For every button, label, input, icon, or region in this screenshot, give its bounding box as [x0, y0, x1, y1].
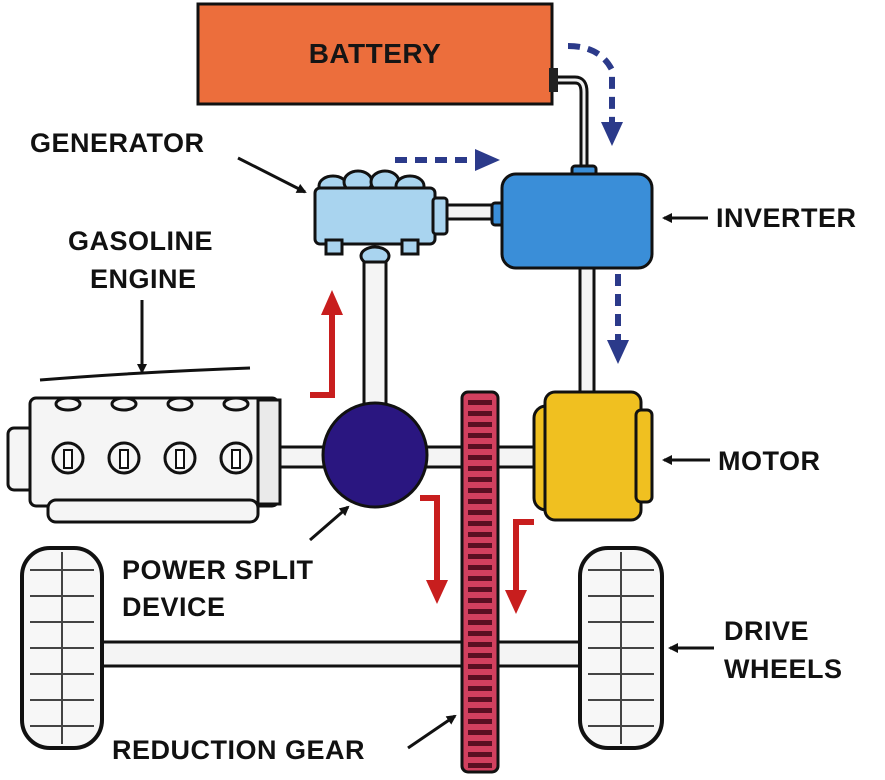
- gear-tooth: [468, 499, 492, 504]
- gear-tooth: [468, 477, 492, 482]
- right-wheel: [578, 546, 664, 750]
- left-wheel: [20, 546, 104, 750]
- gear-tooth: [468, 400, 492, 405]
- gear-tooth: [468, 422, 492, 427]
- inverter-label: INVERTER: [716, 203, 857, 233]
- gear-tooth: [468, 697, 492, 702]
- gear-tooth: [468, 653, 492, 658]
- gear-tooth: [468, 488, 492, 493]
- battery-label: BATTERY: [308, 38, 442, 69]
- gear-tooth: [468, 609, 492, 614]
- gasoline-engine-label-line1: GASOLINE: [68, 226, 214, 256]
- gasoline-engine-label-line2: ENGINE: [90, 264, 197, 294]
- generator-label: GENERATOR: [30, 128, 205, 158]
- gear-tooth: [468, 565, 492, 570]
- gear-tooth: [468, 631, 492, 636]
- gear-tooth: [468, 466, 492, 471]
- gear-tooth: [468, 411, 492, 416]
- gear-tooth: [468, 642, 492, 647]
- electric-flow-arrows: [395, 43, 629, 364]
- gear-tooth: [468, 521, 492, 526]
- generator: [313, 169, 449, 267]
- axle: [88, 640, 597, 668]
- gear-tooth: [468, 708, 492, 713]
- gear-tooth: [468, 587, 492, 592]
- gear-tooth: [468, 752, 492, 757]
- drive-wheels-label-line1: DRIVE: [724, 616, 810, 646]
- gear-tooth: [468, 510, 492, 515]
- mechanical-flow-arrows: [310, 290, 534, 614]
- motor: [532, 390, 654, 522]
- gear-tooth: [468, 576, 492, 581]
- gear-tooth: [468, 730, 492, 735]
- label-pointers: [137, 156, 714, 750]
- gear-tooth: [468, 543, 492, 548]
- gear-tooth: [468, 719, 492, 724]
- gear-tooth: [468, 554, 492, 559]
- gear-tooth: [468, 620, 492, 625]
- motor-label: MOTOR: [718, 446, 821, 476]
- battery-inverter-cable: [558, 75, 589, 168]
- gear-tooth: [468, 455, 492, 460]
- power-split-label-line1: POWER SPLIT: [122, 555, 314, 585]
- gear-tooth: [468, 664, 492, 669]
- power-split-device: [321, 401, 429, 509]
- reduction-gear-label: REDUCTION GEAR: [112, 735, 366, 765]
- battery: [196, 2, 558, 106]
- gear-tooth: [468, 675, 492, 680]
- gear-tooth: [468, 741, 492, 746]
- gear-tooth: [468, 763, 492, 768]
- gasoline-engine: [6, 366, 282, 524]
- spark-plugs: [51, 441, 253, 475]
- gear-tooth: [468, 532, 492, 537]
- generator-shaft: [362, 260, 388, 409]
- gear-tooth: [468, 686, 492, 691]
- drive-wheels-label-line2: WHEELS: [724, 654, 843, 684]
- gear-tooth: [468, 444, 492, 449]
- power-split-label-line2: DEVICE: [122, 592, 226, 622]
- inverter-motor-cable: [578, 266, 596, 395]
- gear-tooth: [468, 598, 492, 603]
- inverter: [490, 164, 654, 270]
- gear-tooth: [468, 433, 492, 438]
- reduction-gear: [460, 390, 500, 774]
